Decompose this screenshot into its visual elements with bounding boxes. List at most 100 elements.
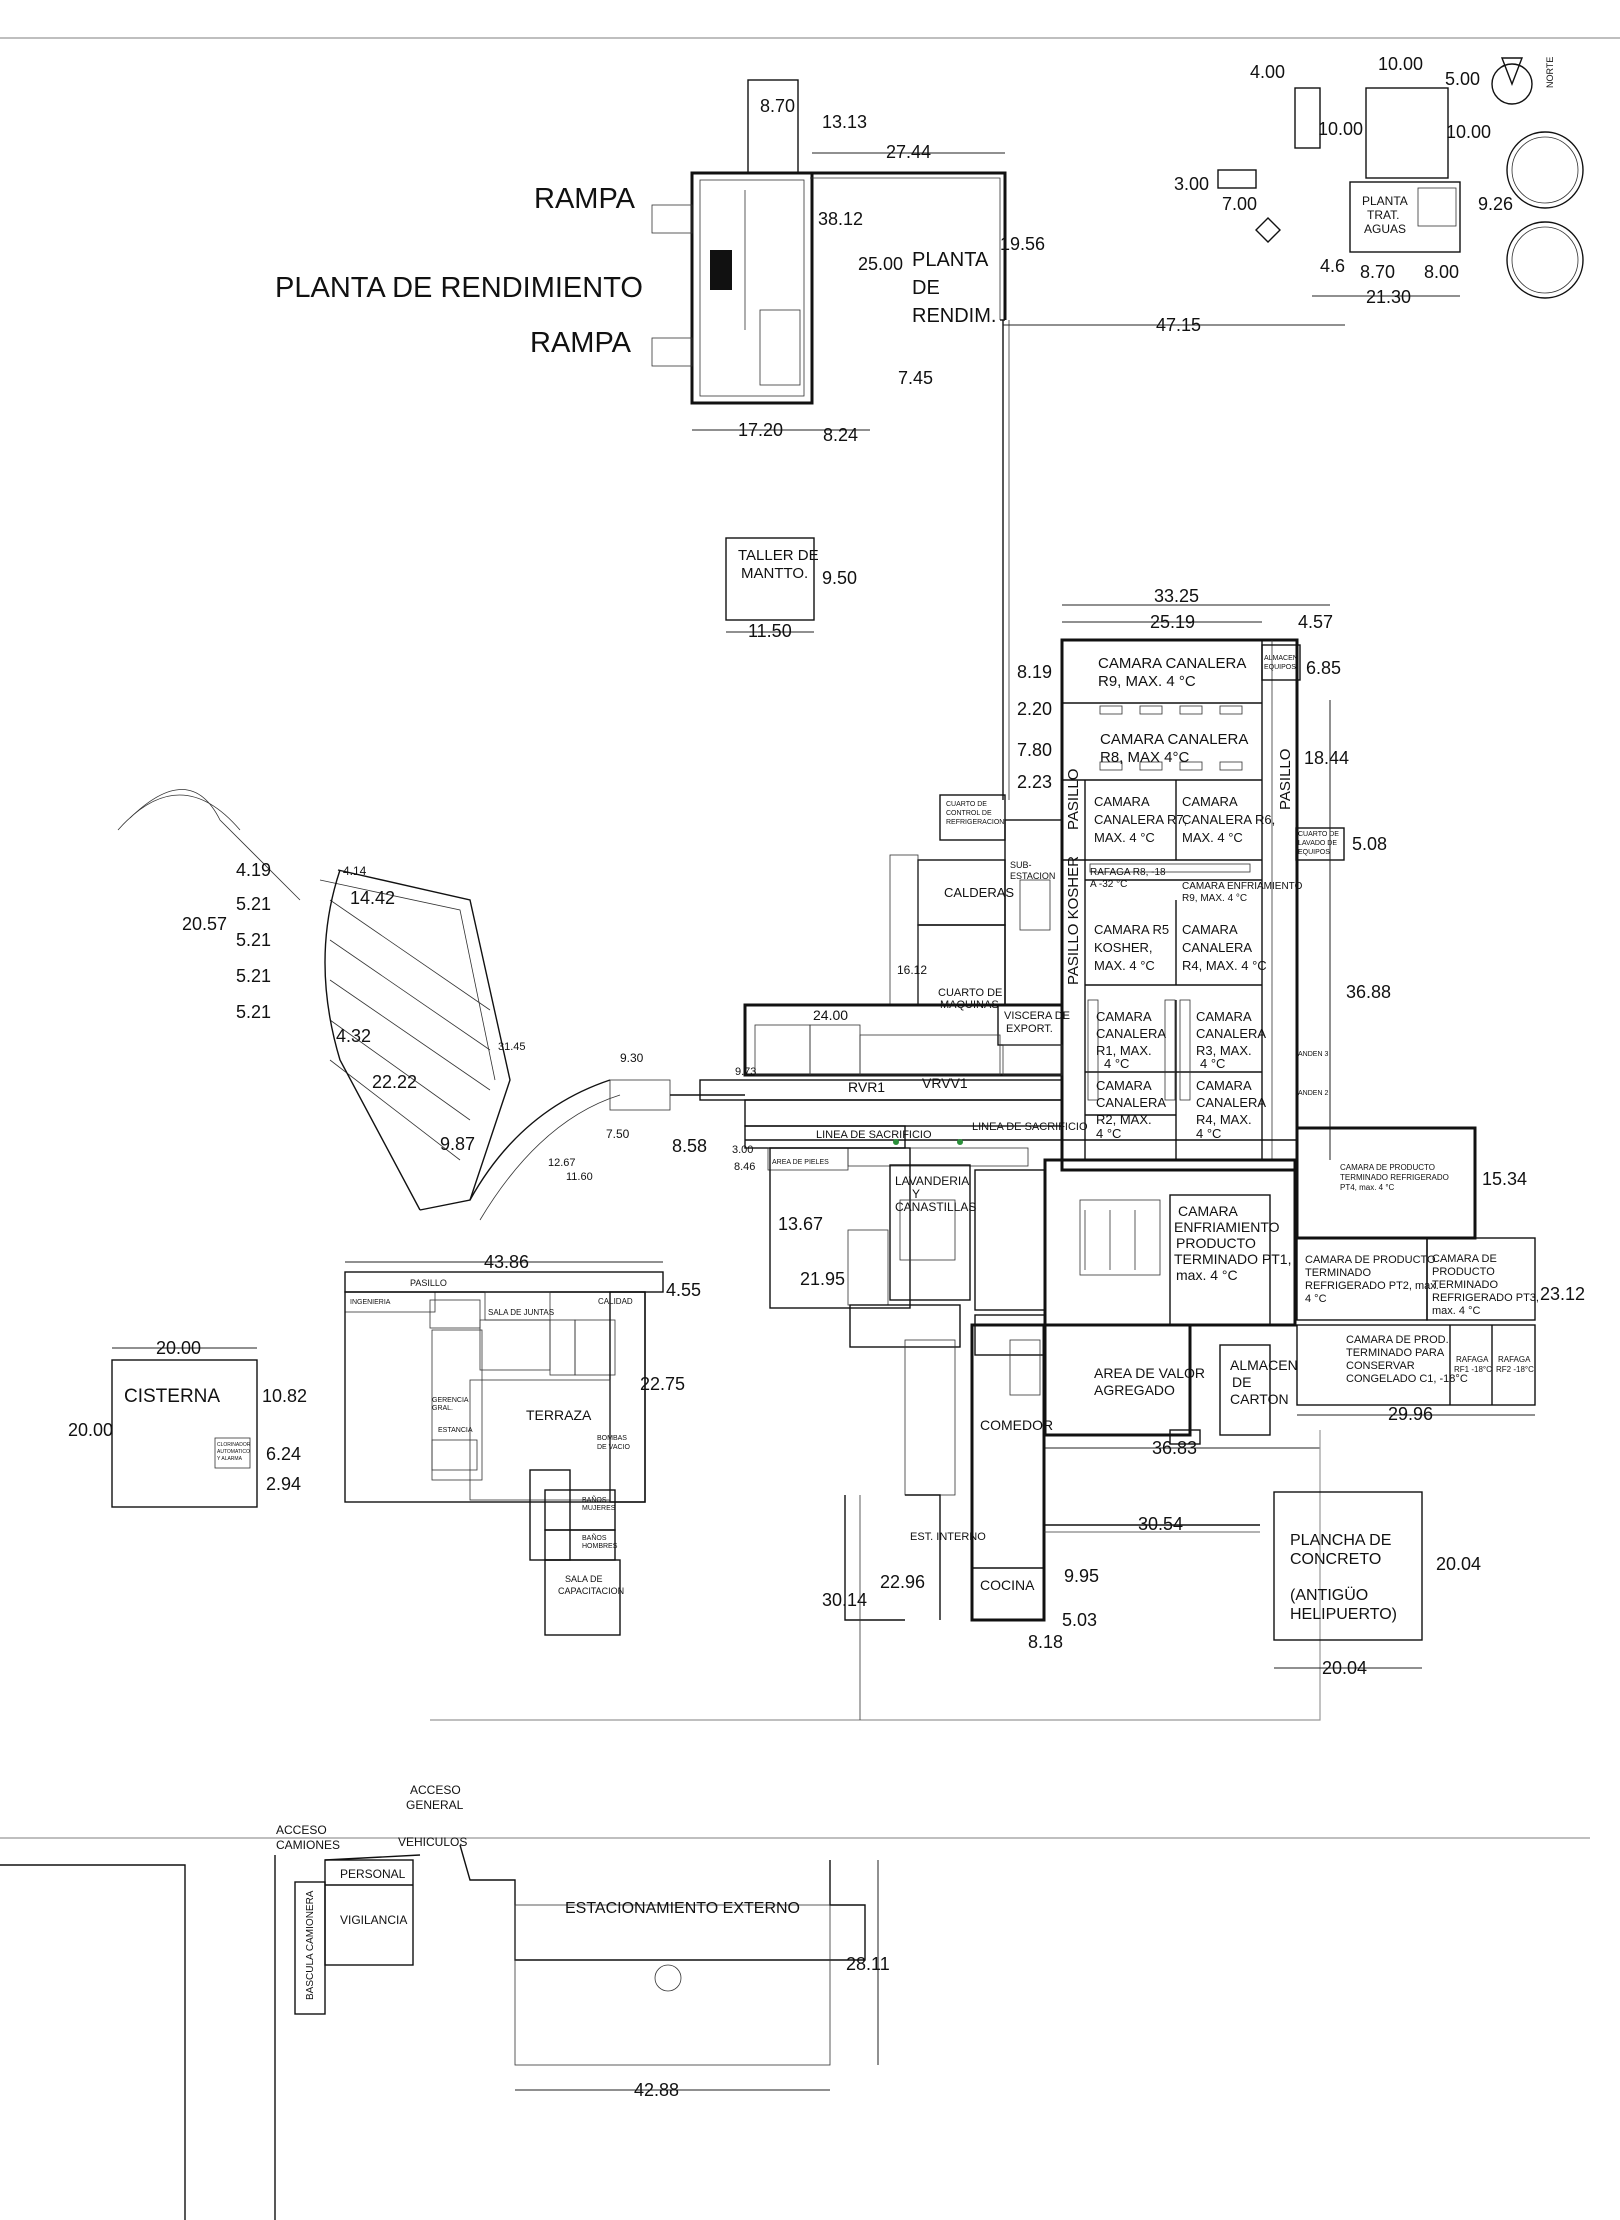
corrales-area: [117, 789, 745, 1221]
camara-r1-2: CANALERA: [1096, 1026, 1166, 1041]
camara-r1-1: CAMARA: [1096, 1009, 1152, 1024]
dim-16-12: 16.12: [897, 963, 927, 977]
dim-11-50: 11.50: [748, 621, 792, 641]
sala-juntas-label: SALA DE JUNTAS: [488, 1308, 554, 1317]
dim-20-00-a: 20.00: [156, 1338, 201, 1358]
dim-5-21-b: 5.21: [236, 930, 271, 950]
personal-label: PERSONAL: [340, 1867, 406, 1881]
dim-9-73: 9.73: [735, 1066, 756, 1078]
dim-5-08: 5.08: [1352, 834, 1387, 854]
banos-hombres-1: BAÑOS: [582, 1533, 607, 1542]
camara-r6-1: CAMARA: [1182, 794, 1238, 809]
planta-rendimiento-label: PLANTA DE RENDIMIENTO: [275, 272, 643, 304]
dim-5-21-a: 5.21: [236, 894, 271, 914]
camara-r4b-1: CAMARA: [1196, 1078, 1252, 1093]
plancha-2: CONCRETO: [1290, 1551, 1381, 1568]
dim-6-24: 6.24: [266, 1444, 301, 1464]
clorinador-2: AUTOMATICO: [217, 1449, 250, 1455]
dim-10-00-c: 10.00: [1446, 122, 1491, 142]
dim-7-50: 7.50: [606, 1127, 630, 1141]
services-block: [769, 1147, 1046, 1356]
banos-hombres-2: HOMBRES: [582, 1543, 618, 1550]
taller-label-2: MANTTO.: [741, 565, 808, 582]
dim-23-12: 23.12: [1540, 1284, 1585, 1304]
camara-r7-3: MAX. 4 °C: [1094, 830, 1155, 845]
almacen-equipos-2: EQUIPOS: [1264, 664, 1296, 671]
sala-capacitacion-2: CAPACITACION: [558, 1586, 624, 1596]
dim-12-67: 12.67: [548, 1157, 576, 1169]
dim-8-18: 8.18: [1028, 1632, 1063, 1652]
dim-3-00: 3.00: [1174, 174, 1209, 194]
camara-r6-2: CANALERA R6,: [1182, 812, 1275, 827]
rafaga-r8-1: RAFAGA R8, -18: [1090, 867, 1166, 878]
plancha-concreto: [1273, 1491, 1423, 1641]
planta-rendimiento-building: [651, 79, 1007, 405]
camara-r6-3: MAX. 4 °C: [1182, 830, 1243, 845]
dim-4-19: 4.19: [236, 860, 271, 880]
dim-8-58: 8.58: [672, 1136, 707, 1156]
dim-21-95: 21.95: [800, 1269, 845, 1289]
banos-mujeres-1: BAÑOS: [582, 1495, 607, 1504]
almacen-carton-1: ALMACEN: [1230, 1357, 1298, 1373]
product-chambers: [1043, 1126, 1536, 1445]
est-interno-label: EST. INTERNO: [910, 1531, 986, 1543]
area-valor-1: AREA DE VALOR: [1094, 1365, 1205, 1381]
dim-9-30: 9.30: [620, 1051, 644, 1065]
camara-r4b-4: 4 °C: [1196, 1126, 1221, 1141]
comedor-label: COMEDOR: [980, 1417, 1053, 1433]
lavanderia-2: Y: [912, 1187, 920, 1201]
dim-8-70: 8.70: [760, 96, 795, 116]
plancha-1: PLANCHA DE: [1290, 1532, 1391, 1549]
sala-capacitacion-1: SALA DE: [565, 1574, 603, 1584]
sub-estacion-2: ESTACION: [1010, 871, 1055, 881]
dim-43-86: 43.86: [484, 1252, 529, 1272]
cisterna-tank: [111, 1359, 258, 1508]
camara-pt1-3: PRODUCTO: [1176, 1235, 1256, 1251]
almacen-equipos-1: ALMACEN: [1264, 655, 1298, 662]
dim-8-00: 8.00: [1424, 262, 1459, 282]
rafaga-rf2-1: RAFAGA: [1498, 1355, 1531, 1364]
dim-2-20: 2.20: [1017, 699, 1052, 719]
dim-20-00-b: 20.00: [68, 1420, 113, 1440]
dim-42-88: 42.88: [634, 2080, 679, 2100]
bascula-label: BASCULA CAMIONERA: [305, 1890, 316, 2000]
helipuerto-1: (ANTIGÜO: [1290, 1586, 1368, 1604]
rafaga-rf1-1: RAFAGA: [1456, 1355, 1489, 1364]
camara-c1-4: CONGELADO C1, -18°C: [1346, 1373, 1468, 1385]
dim-22-22: 22.22: [372, 1072, 417, 1092]
almacen-carton-3: CARTON: [1230, 1391, 1289, 1407]
camara-c1-2: TERMINADO PARA: [1346, 1347, 1445, 1359]
almacen-carton-2: DE: [1232, 1374, 1251, 1390]
camara-r5-3: MAX. 4 °C: [1094, 958, 1155, 973]
water-treatment-area: [1217, 57, 1584, 299]
camara-r9-1: CAMARA CANALERA: [1098, 655, 1246, 672]
camara-r2-3: R2, MAX.: [1096, 1112, 1152, 1127]
dim-10-00-b: 10.00: [1318, 119, 1363, 139]
taller-mantto-room: [725, 537, 815, 621]
dim-8-46: 8.46: [734, 1161, 755, 1173]
dim-4-6: 4.6: [1320, 256, 1345, 276]
cocina-label: COCINA: [980, 1577, 1035, 1593]
dim-11-60: 11.60: [566, 1171, 593, 1183]
dim-20-04-b: 20.04: [1322, 1658, 1367, 1678]
dim-20-57: 20.57: [182, 914, 227, 934]
camara-pt2-2: TERMINADO: [1305, 1267, 1371, 1279]
clorinador-3: Y ALARMA: [217, 1456, 243, 1462]
vehiculos-label: VEHICULOS: [398, 1835, 467, 1849]
vigilancia-label: VIGILANCIA: [340, 1913, 407, 1927]
camara-r1-3: R1, MAX.: [1096, 1043, 1152, 1058]
dim-5-00: 5.00: [1445, 69, 1480, 89]
rampa-bottom-label: RAMPA: [530, 327, 632, 359]
camara-r3-3: R3, MAX.: [1196, 1043, 1252, 1058]
dim-8-19: 8.19: [1017, 662, 1052, 682]
dim-25-00: 25.00: [858, 254, 903, 274]
dim-33-25: 33.25: [1154, 586, 1199, 606]
anden-3-label: ANDEN 3: [1298, 1051, 1328, 1058]
processing-area: [699, 794, 1297, 1171]
camara-r7-1: CAMARA: [1094, 794, 1150, 809]
camara-r4a-2: CANALERA: [1182, 940, 1252, 955]
dim-17-20: 17.20: [738, 420, 783, 440]
helipuerto-2: HELIPUERTO): [1290, 1606, 1397, 1623]
dim-4-18: 4.14: [343, 864, 367, 878]
dim-47-15: 47.15: [1156, 315, 1201, 335]
